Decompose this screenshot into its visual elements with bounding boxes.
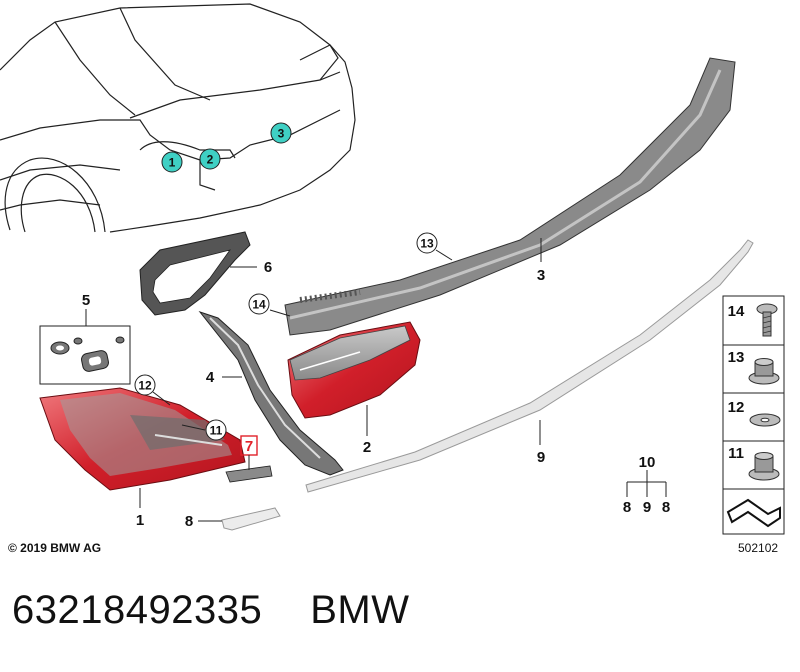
label-11: 11 bbox=[205, 419, 227, 441]
part-2-inner-tail-lamp[interactable] bbox=[287, 321, 421, 419]
hardware-11-nut[interactable]: 11 bbox=[728, 445, 780, 481]
part-3-trunk-trim[interactable] bbox=[284, 57, 736, 336]
part-5-seal-kit[interactable] bbox=[39, 325, 131, 385]
kit-label-9: 9 bbox=[643, 499, 651, 516]
svg-text:13: 13 bbox=[728, 349, 745, 366]
svg-text:11: 11 bbox=[210, 424, 223, 438]
label-5: 5 bbox=[82, 292, 90, 309]
part-number-line: 63218492335 BMW bbox=[12, 588, 409, 633]
label-3: 3 bbox=[537, 267, 545, 284]
svg-text:13: 13 bbox=[420, 237, 434, 251]
part-4-trim-panel[interactable] bbox=[198, 310, 344, 476]
label-6: 6 bbox=[264, 259, 272, 276]
copyright: © 2019 BMW AG bbox=[8, 541, 102, 555]
svg-text:3: 3 bbox=[278, 127, 285, 141]
car-callout-1[interactable]: 1 bbox=[161, 151, 183, 173]
svg-text:2: 2 bbox=[207, 153, 214, 167]
brand-name: BMW bbox=[310, 588, 410, 632]
label-4: 4 bbox=[206, 369, 215, 386]
label-13: 13 bbox=[416, 232, 438, 254]
part-number: 63218492335 bbox=[12, 588, 263, 632]
svg-text:14: 14 bbox=[252, 298, 266, 312]
car-outline bbox=[0, 3, 356, 233]
kit-label-8b: 8 bbox=[662, 499, 670, 516]
image-number: 502102 bbox=[738, 541, 779, 555]
hardware-12-washer[interactable]: 12 bbox=[728, 399, 781, 427]
kit-label-8a: 8 bbox=[623, 499, 631, 516]
svg-text:12: 12 bbox=[138, 379, 152, 393]
label-12: 12 bbox=[134, 374, 156, 396]
hardware-14-screw[interactable]: 14 bbox=[728, 303, 778, 337]
label-2: 2 bbox=[363, 439, 371, 456]
car-callout-2[interactable]: 2 bbox=[199, 148, 221, 170]
label-8: 8 bbox=[185, 513, 193, 530]
part-8-chrome-piece[interactable] bbox=[221, 507, 281, 531]
hardware-13-nut[interactable]: 13 bbox=[728, 349, 780, 385]
svg-text:11: 11 bbox=[728, 445, 744, 462]
svg-text:14: 14 bbox=[728, 303, 745, 320]
label-7: 7 bbox=[245, 438, 253, 455]
label-14: 14 bbox=[248, 293, 270, 315]
part-9-chrome-strip[interactable] bbox=[305, 239, 754, 493]
part-1-outer-tail-lamp[interactable] bbox=[39, 387, 246, 491]
part-7-bracket[interactable] bbox=[225, 435, 273, 483]
leader-lines bbox=[85, 238, 667, 522]
label-9: 9 bbox=[537, 449, 545, 466]
svg-text:1: 1 bbox=[169, 156, 176, 170]
car-callout-3[interactable]: 3 bbox=[270, 122, 292, 144]
label-1: 1 bbox=[136, 512, 144, 529]
svg-text:12: 12 bbox=[728, 399, 745, 416]
part-6-gasket[interactable] bbox=[139, 231, 251, 316]
hardware-panel: 14 13 12 11 bbox=[722, 295, 785, 535]
bracket-symbol-icon bbox=[726, 498, 781, 528]
label-10: 10 bbox=[639, 454, 656, 471]
